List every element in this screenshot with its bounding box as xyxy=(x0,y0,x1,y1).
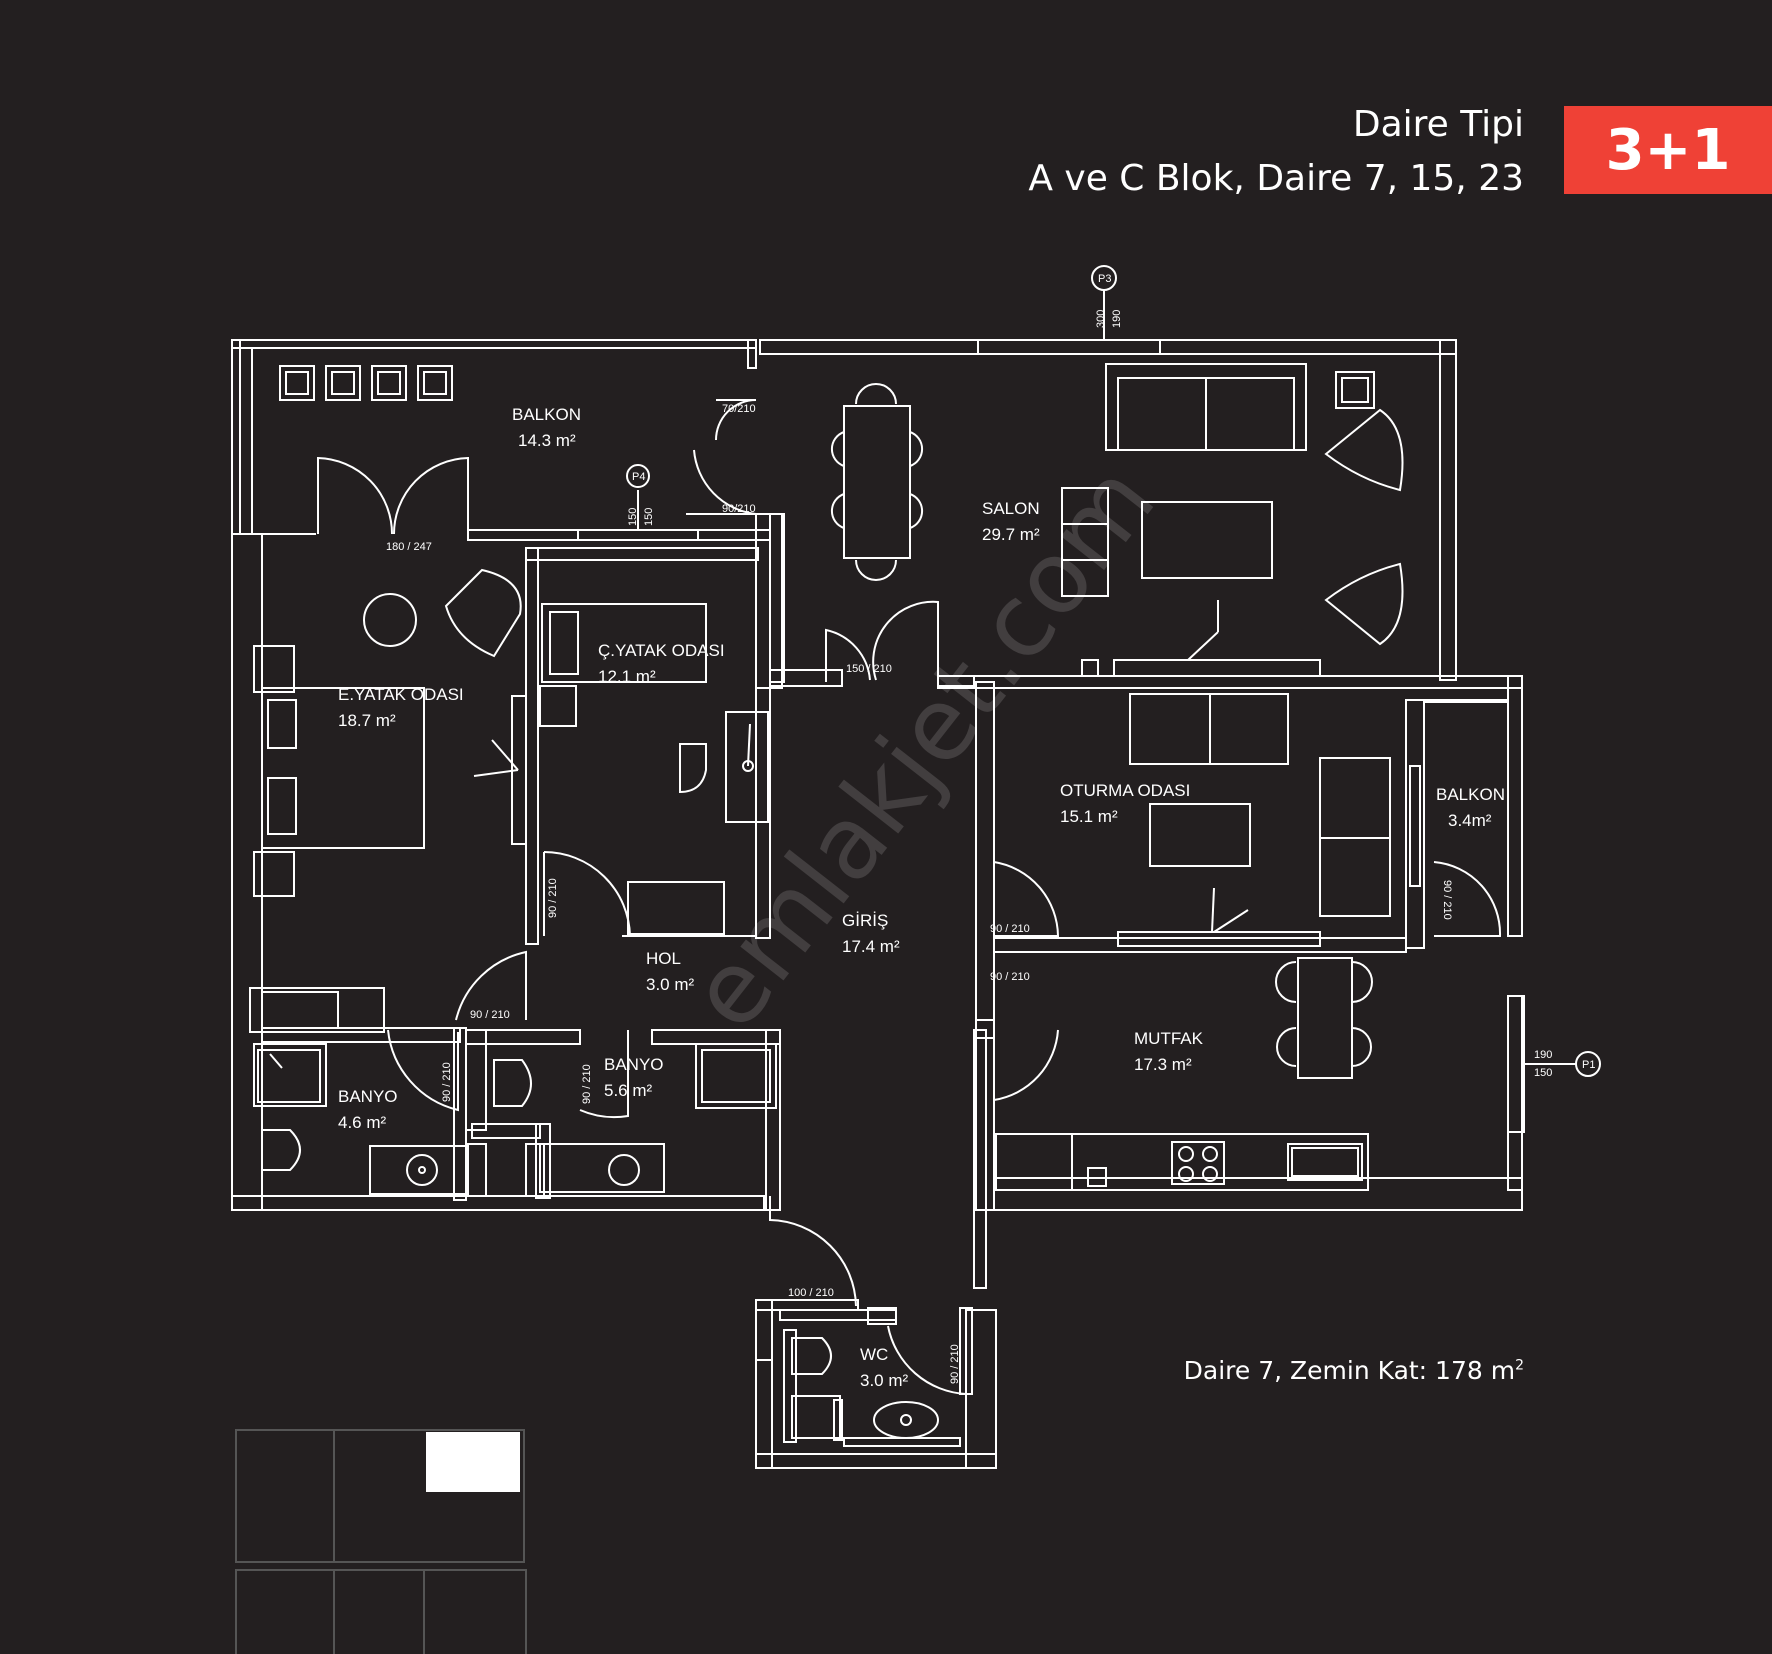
room-name-hol: HOL xyxy=(646,949,681,968)
room-area-hol: 3.0 m² xyxy=(646,975,695,994)
room-count-badge: 3+1 xyxy=(1564,106,1772,194)
window-height-p3: 190 xyxy=(1111,310,1123,328)
room-name-giris: GİRİŞ xyxy=(842,911,888,930)
room-area-master-bedroom: 18.7 m² xyxy=(338,711,396,730)
room-area-banyo-left: 4.6 m² xyxy=(338,1113,387,1132)
hall-doors xyxy=(387,950,527,1112)
room-area-mutfak: 17.3 m² xyxy=(1134,1055,1192,1074)
living-room-furniture xyxy=(686,265,1404,677)
window-tag-p3: P3 xyxy=(1098,273,1111,285)
bathroom-middle xyxy=(465,1029,781,1211)
room-area-balkon-right: 3.4m² xyxy=(1448,811,1492,830)
window-width-p4: 150 xyxy=(627,508,639,526)
balcony-top-area xyxy=(239,347,771,541)
area-note-sup: 2 xyxy=(1515,1357,1524,1374)
window-tag-p1: P1 xyxy=(1582,1059,1595,1071)
area-note: Daire 7, Zemin Kat: 178 m2 xyxy=(1184,1356,1524,1385)
sitting-room-furniture xyxy=(993,693,1425,953)
key-plan xyxy=(235,1429,527,1654)
room-area-balkon-top: 14.3 m² xyxy=(518,431,576,450)
room-name-wc: WC xyxy=(860,1345,888,1364)
room-area-child-bedroom: 12.1 m² xyxy=(598,667,656,686)
room-area-banyo-mid: 5.6 m² xyxy=(604,1081,653,1100)
window-width-p3: 300 xyxy=(1095,310,1107,328)
door-dim-label: 90 / 210 xyxy=(949,1344,961,1384)
door-dim-label: 90 / 210 xyxy=(547,878,559,918)
area-note-text: Daire 7, Zemin Kat: 178 m xyxy=(1183,1356,1516,1385)
entrance-hall xyxy=(755,513,995,1325)
door-dim-label: 90 / 210 xyxy=(470,1009,510,1021)
window-width-p1: 190 xyxy=(1534,1049,1552,1061)
door-dim-label: 180 / 247 xyxy=(386,541,432,553)
key-plan-highlight xyxy=(426,1432,520,1492)
room-name-oturma: OTURMA ODASI xyxy=(1060,781,1190,800)
room-area-giris: 17.4 m² xyxy=(842,937,900,956)
balcony-right-area xyxy=(1423,699,1601,1133)
door-dim-label: 90 / 210 xyxy=(990,923,1030,935)
room-name-banyo-left: BANYO xyxy=(338,1087,398,1106)
exterior-walls xyxy=(231,339,1523,1469)
door-dim-label: 100 / 210 xyxy=(788,1287,834,1299)
door-dim-label: 90 / 210 xyxy=(441,1062,453,1102)
room-name-child-bedroom: Ç.YATAK ODASI xyxy=(598,641,725,660)
room-name-salon: SALON xyxy=(982,499,1040,518)
door-dim-label: 90 / 210 xyxy=(990,971,1030,983)
room-area-salon: 29.7 m² xyxy=(982,525,1040,544)
bathroom-left xyxy=(253,1027,469,1201)
room-name-balkon-right: BALKON xyxy=(1436,785,1505,804)
room-name-master-bedroom: E.YATAK ODASI xyxy=(338,685,464,704)
watermark: emlakjet.com xyxy=(667,443,1178,1051)
window-height-p4: 150 xyxy=(643,508,655,526)
master-bedroom-furniture xyxy=(249,568,527,1033)
wc-area xyxy=(779,1307,973,1447)
window-p4-marker xyxy=(577,464,699,541)
door-dim-label: 90 / 210 xyxy=(1441,880,1453,920)
room-name-banyo-mid: BANYO xyxy=(604,1055,664,1074)
door-dim-label: 70/210 xyxy=(722,403,756,415)
room-name-balkon-top: BALKON xyxy=(512,405,581,424)
block-unit-subtitle: A ve C Blok, Daire 7, 15, 23 xyxy=(1028,158,1524,199)
door-dim-label: 90 / 210 xyxy=(581,1064,593,1104)
door-dim-label: 150 / 210 xyxy=(846,663,892,675)
room-area-wc: 3.0 m² xyxy=(860,1371,909,1390)
door-dim-label: 90/210 xyxy=(722,503,756,515)
kitchen-furniture xyxy=(993,957,1373,1191)
room-name-mutfak: MUTFAK xyxy=(1134,1029,1204,1048)
child-bedroom-furniture xyxy=(525,513,783,945)
room-area-oturma: 15.1 m² xyxy=(1060,807,1118,826)
window-height-p1: 150 xyxy=(1534,1067,1552,1079)
window-tag-p4: P4 xyxy=(632,471,645,483)
plan-type-title: Daire Tipi xyxy=(1352,104,1524,145)
